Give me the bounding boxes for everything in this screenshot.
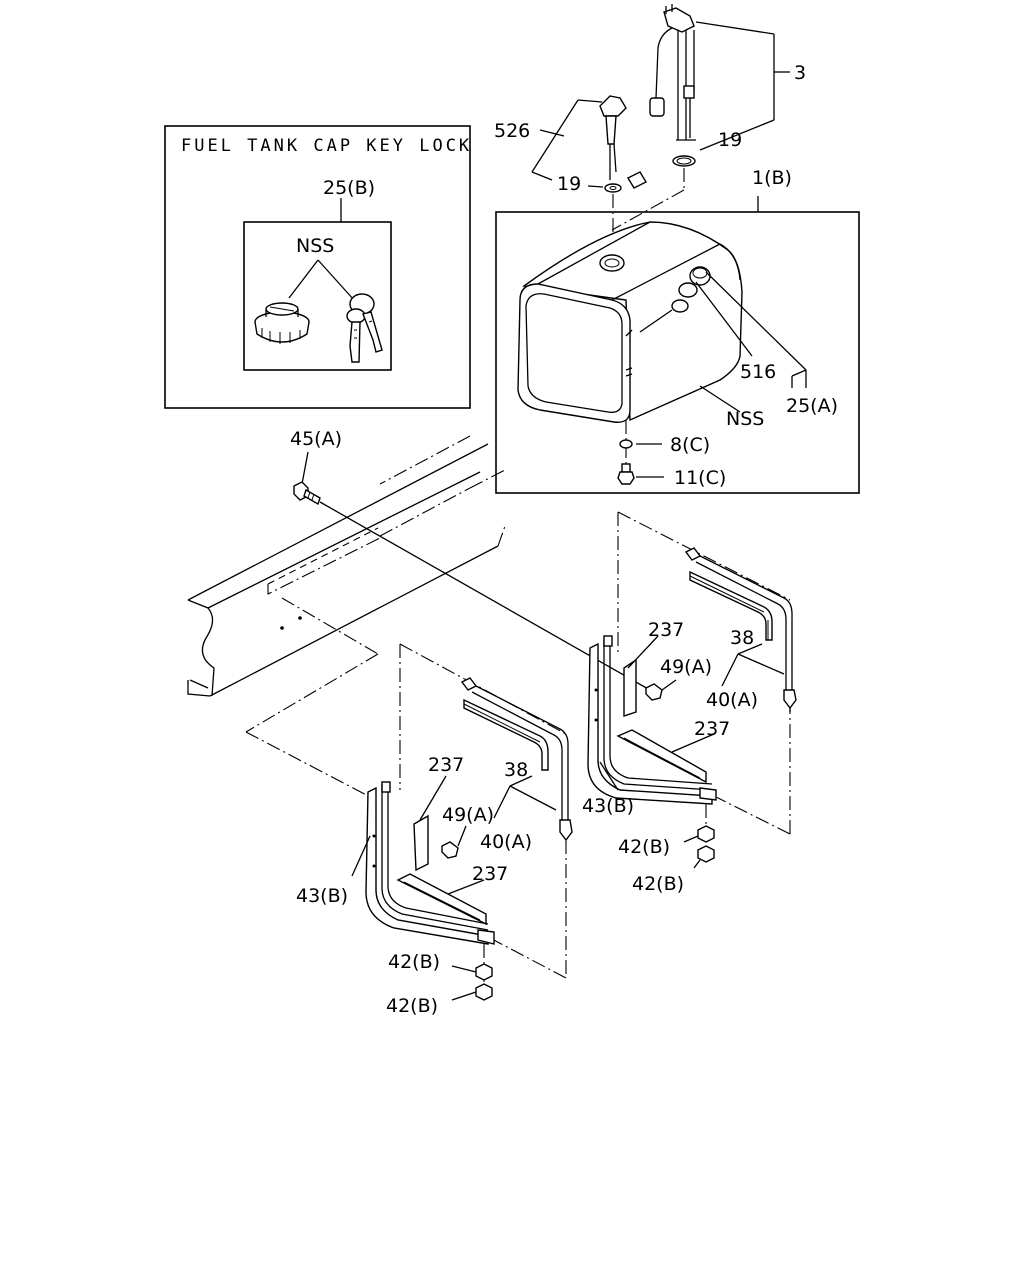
nut-49a-right xyxy=(645,683,663,701)
label-40a-left: 40(A) xyxy=(480,831,532,853)
nut-49a-left xyxy=(441,841,459,859)
bracket-43b-left xyxy=(365,781,495,945)
key-icon xyxy=(346,293,383,363)
bracket-43b-right xyxy=(587,635,717,805)
label-49a-left: 49(A) xyxy=(442,804,494,826)
washer-8c xyxy=(619,439,633,449)
cap-key-lock-inset: FUEL TANK CAP KEY LOCK 25(B) NSS xyxy=(164,125,472,409)
pad-38-left xyxy=(463,698,549,771)
label-237-left-top: 237 xyxy=(428,754,464,776)
pad-237-right-horizontal xyxy=(616,729,707,784)
label-25a: 25(A) xyxy=(786,395,838,417)
label-40a-right: 40(A) xyxy=(706,689,758,711)
label-38-right: 38 xyxy=(730,627,754,649)
label-237-right-top: 237 xyxy=(648,619,684,641)
nut-42b-left-2 xyxy=(475,983,493,1001)
label-1b: 1(B) xyxy=(752,167,792,189)
label-nss-inset: NSS xyxy=(296,235,334,257)
nut-42b-left-1 xyxy=(475,963,493,981)
left-bracket-assembly: 38 40(A) 237 237 49(A) 43(B) 42(B) xyxy=(245,643,573,1017)
label-526: 526 xyxy=(494,120,530,142)
label-49a-right: 49(A) xyxy=(660,656,712,678)
pad-237-left-vertical xyxy=(413,814,429,872)
label-19-right: 19 xyxy=(718,129,742,151)
label-237-left-bottom: 237 xyxy=(472,863,508,885)
inset-title: FUEL TANK CAP KEY LOCK xyxy=(181,136,472,156)
fuel-tank-group: 1(B) 516 25(A) NSS xyxy=(495,167,860,494)
nut-11c xyxy=(617,463,635,485)
label-8c: 8(C) xyxy=(670,434,710,456)
fuel-cap-icon xyxy=(254,302,310,344)
label-42b-right-1: 42(B) xyxy=(618,836,670,858)
nut-42b-right-1 xyxy=(697,825,715,843)
label-43b-left: 43(B) xyxy=(296,885,348,907)
label-3: 3 xyxy=(794,62,806,84)
pad-38-right xyxy=(689,570,773,641)
label-42b-left-1: 42(B) xyxy=(388,951,440,973)
label-11c: 11(C) xyxy=(674,467,726,489)
fuel-sender-unit: 3 19 xyxy=(611,4,806,231)
label-25b: 25(B) xyxy=(323,177,375,199)
label-43b-right: 43(B) xyxy=(582,795,634,817)
label-38-left: 38 xyxy=(504,759,528,781)
right-bracket-assembly: 38 40(A) 237 237 49(A) 43(B) xyxy=(582,511,797,895)
strap-40a-left xyxy=(460,677,573,842)
label-19-left: 19 xyxy=(557,173,581,195)
label-516: 516 xyxy=(740,361,776,383)
label-45a: 45(A) xyxy=(290,428,342,450)
label-42b-left-2: 42(B) xyxy=(386,995,438,1017)
label-42b-right-2: 42(B) xyxy=(632,873,684,895)
fuel-tank xyxy=(517,221,743,423)
nut-42b-right-2 xyxy=(697,845,715,863)
fuel-gauge-filler: 526 19 xyxy=(494,95,647,256)
pad-237-right-vertical xyxy=(623,658,637,717)
label-237-right-bottom: 237 xyxy=(694,718,730,740)
label-nss-tank: NSS xyxy=(726,408,764,430)
frame-rail xyxy=(187,435,506,733)
strap-40a-right xyxy=(684,547,797,712)
